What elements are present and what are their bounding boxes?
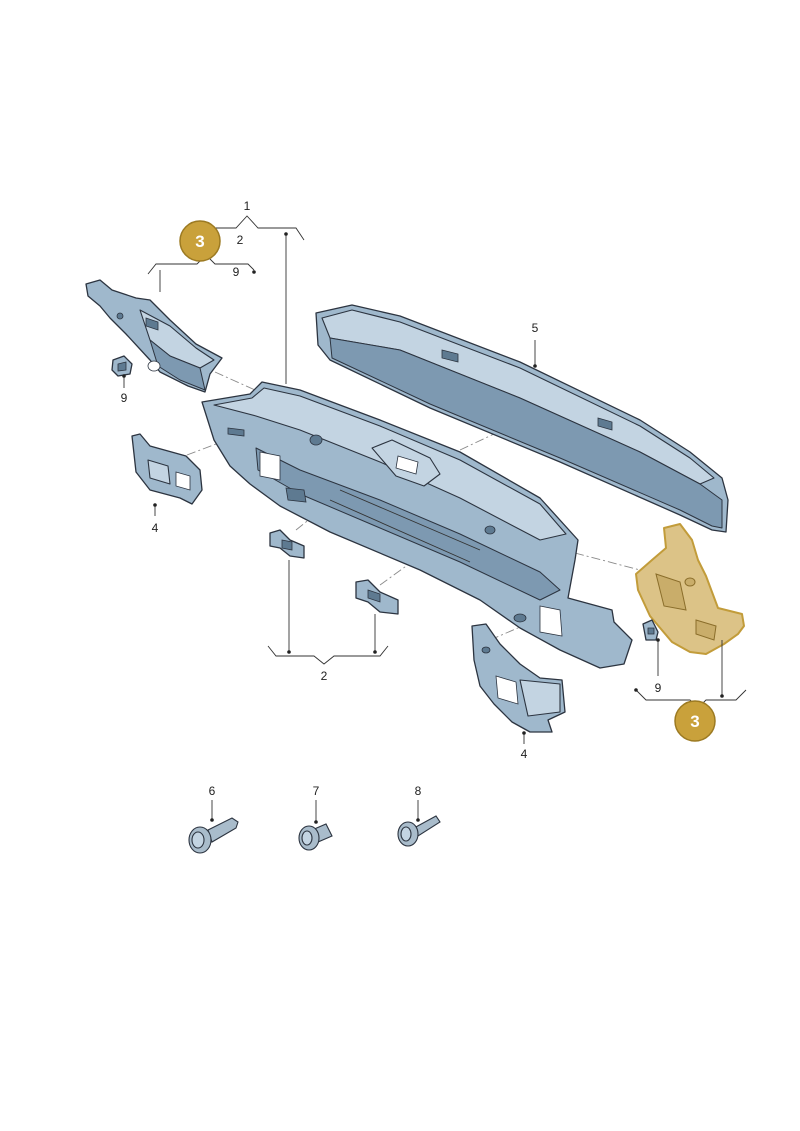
part-main-rear-panel — [201, 381, 633, 669]
callout-9-left-group: 9 — [233, 265, 240, 279]
fastener-screw-8 — [397, 815, 441, 847]
part-left-lower-bracket — [131, 433, 203, 505]
callout-9-left-clip: 9 — [121, 391, 128, 405]
fastener-pin-7 — [298, 823, 333, 851]
part-small-bracket-a — [269, 529, 305, 559]
callout-9-right: 9 — [655, 681, 662, 695]
callout-4-left: 4 — [152, 521, 159, 535]
part-highlighted-right-bracket — [635, 523, 745, 655]
part-small-bracket-b — [355, 579, 399, 615]
callout-2-top: 2 — [237, 233, 244, 247]
badge-3-left-text: 3 — [195, 232, 204, 251]
badge-3-left: 3 — [179, 220, 221, 262]
callout-4-right: 4 — [521, 747, 528, 761]
part-left-side-bracket — [85, 279, 223, 393]
badge-3-right-text: 3 — [690, 712, 699, 731]
callout-2-bottom: 2 — [321, 669, 328, 683]
part-right-lower-bracket — [471, 623, 566, 733]
callout-6: 6 — [209, 784, 216, 798]
part-upper-cross-panel — [315, 304, 729, 533]
callout-5: 5 — [532, 321, 539, 335]
part-right-clip — [642, 619, 659, 641]
callout-8: 8 — [415, 784, 422, 798]
fastener-screw-6 — [188, 817, 239, 854]
part-left-clip — [111, 355, 133, 377]
callout-1: 1 — [244, 199, 251, 213]
badge-3-right: 3 — [674, 700, 716, 742]
callout-labels: 1 2 9 9 4 5 2 4 9 6 7 8 — [121, 199, 662, 798]
callout-7: 7 — [313, 784, 320, 798]
